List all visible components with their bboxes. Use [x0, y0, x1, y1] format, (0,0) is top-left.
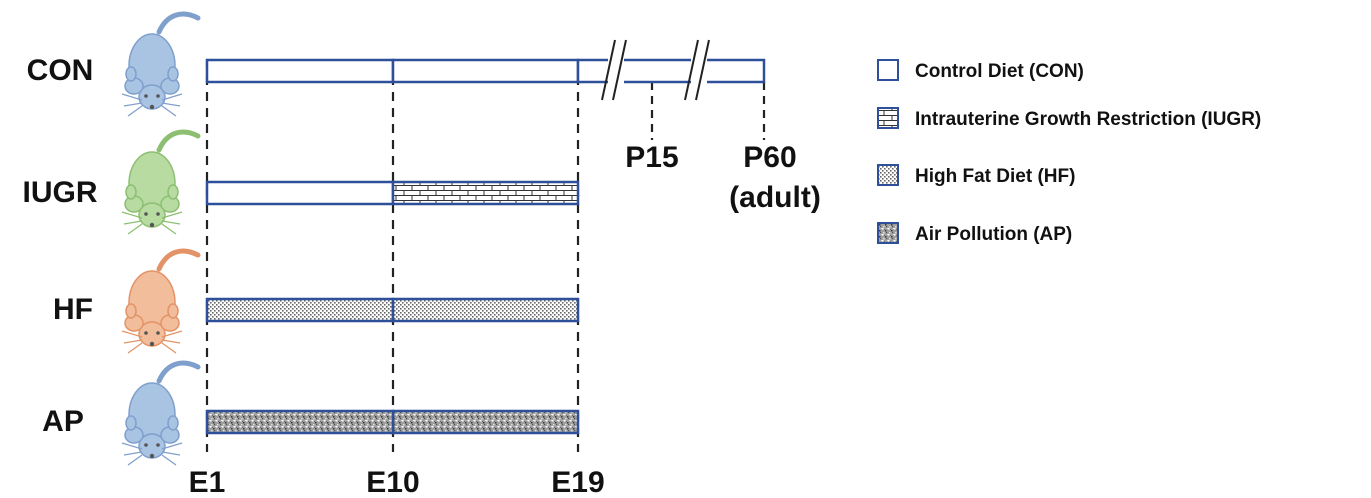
exposure-segment-iugr: [391, 180, 580, 206]
legend-label: Intrauterine Growth Restriction (IUGR): [915, 109, 1261, 130]
axis-break-mark: [601, 39, 616, 101]
axis-break-mark: [684, 39, 699, 101]
group-label: AP: [42, 405, 84, 438]
legend-swatch-iugr: [877, 107, 899, 129]
legend-label: Air Pollution (AP): [915, 224, 1072, 245]
mouse-icon: [121, 251, 198, 354]
mouse-icon: [121, 363, 198, 466]
axis-break-mark: [612, 39, 627, 101]
exposure-segment-hf: [205, 297, 395, 323]
mouse-icons: [121, 14, 198, 466]
exposure-segment-control: [205, 180, 395, 206]
legend-label: High Fat Diet (HF): [915, 166, 1075, 187]
legend: Control Diet (CON) Intrauterine Growth Re…: [877, 59, 1261, 245]
mouse-icon: [121, 132, 198, 235]
timepoint-labels: E1 E10 E19 P15 P60 (adult): [189, 141, 821, 498]
legend-swatch-hf: [877, 164, 899, 186]
axis-break-mark: [695, 39, 710, 101]
timepoint-label: E19: [551, 466, 604, 498]
group-labels: CON IUGR HF AP: [23, 54, 98, 438]
legend-label: Control Diet (CON): [915, 61, 1084, 82]
timepoint-label: E1: [189, 466, 226, 498]
exposure-segment-hf: [391, 297, 580, 323]
group-label: IUGR: [23, 176, 98, 209]
exposure-segment-control: [391, 58, 580, 84]
timepoint-guides: [205, 60, 766, 452]
group-label: HF: [53, 293, 93, 326]
exposure-segment-control: [576, 58, 766, 84]
exposure-segment-control: [205, 58, 395, 84]
exposure-segment-ap: [391, 409, 580, 435]
group-label: CON: [27, 54, 94, 87]
timepoint-label: P60: [743, 141, 796, 174]
exposure-segment-ap: [205, 409, 395, 435]
legend-swatch-ap: [877, 222, 899, 244]
timepoint-label: P15: [625, 141, 678, 174]
timepoint-label: E10: [366, 466, 419, 498]
exposure-bars: [205, 39, 766, 435]
adult-note: (adult): [729, 181, 821, 214]
legend-swatch-control: [877, 59, 899, 81]
mouse-icon: [121, 14, 198, 117]
